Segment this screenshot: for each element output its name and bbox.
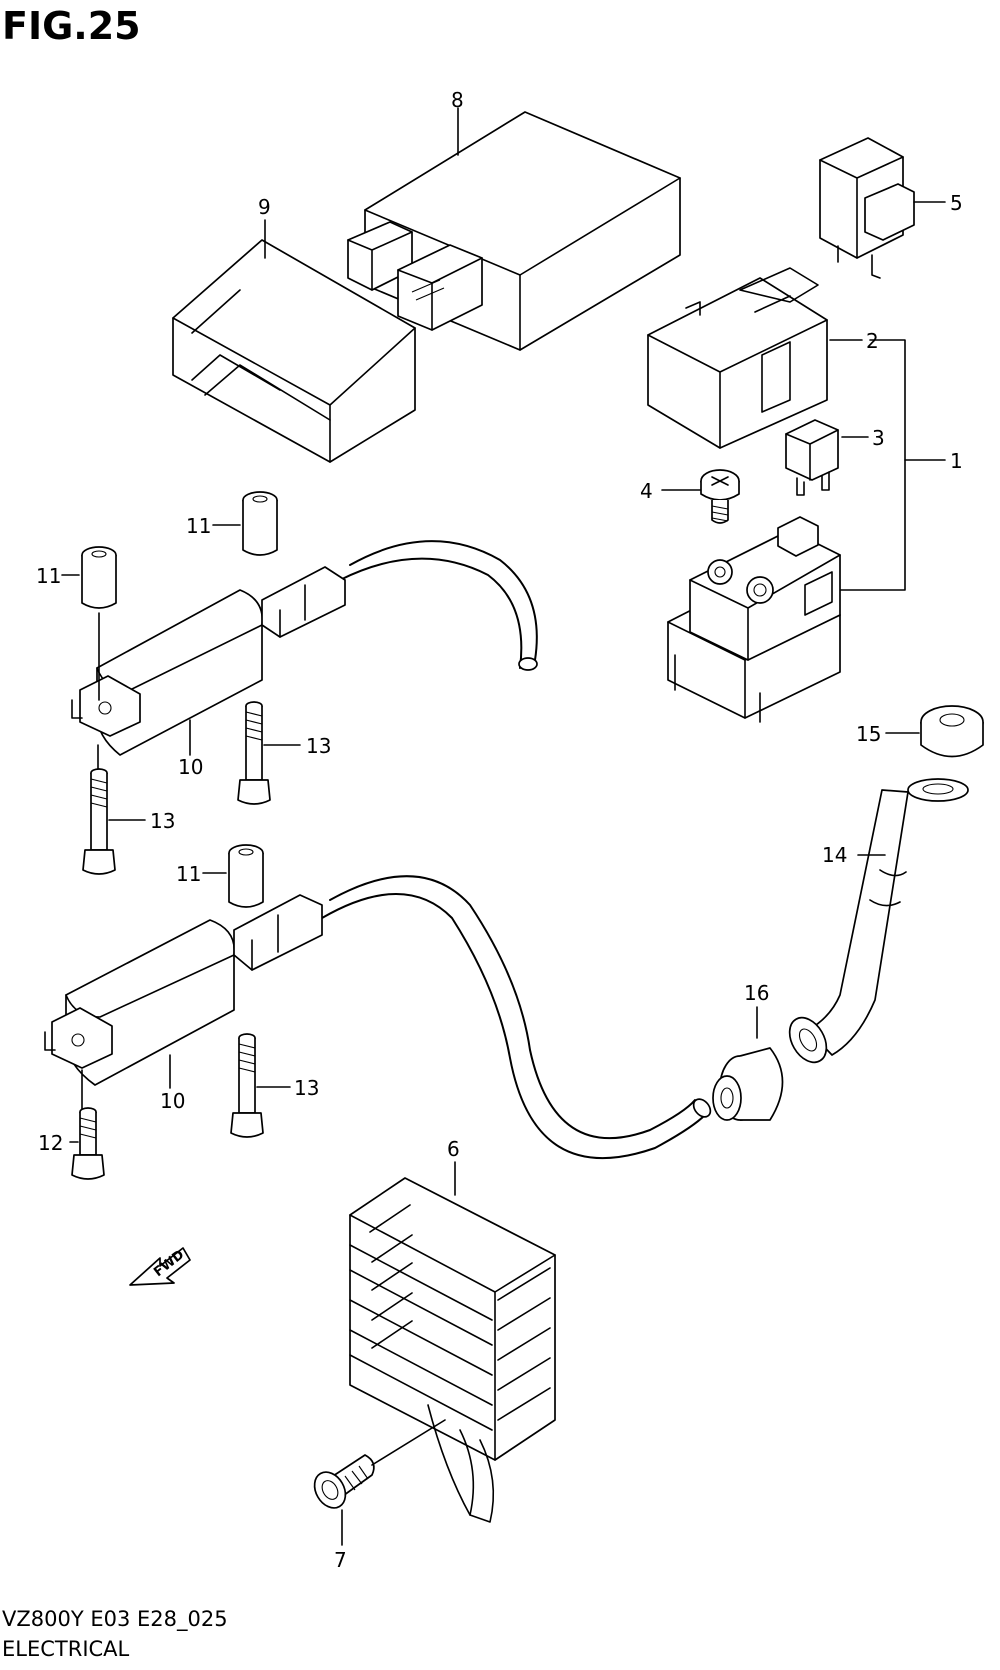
- part-2-relay-cover: 2: [647, 267, 879, 449]
- callout-13-b: 13: [150, 809, 175, 833]
- section-title: ELECTRICAL: [2, 1637, 130, 1661]
- callout-11-a: 11: [186, 514, 211, 538]
- part-10-ignition-coil-upper: 10: [71, 540, 538, 779]
- callout-11-c: 11: [176, 862, 201, 886]
- part-7-bolt: 7: [313, 1419, 446, 1572]
- part-16-grommet: 16: [712, 981, 784, 1121]
- callout-12: 12: [38, 1131, 63, 1155]
- callout-8: 8: [451, 88, 464, 112]
- part-6-regulator: 6: [349, 1137, 556, 1523]
- part-5-relay: 5: [819, 137, 963, 279]
- callout-14: 14: [822, 843, 847, 867]
- part-13-bolt-a: 13: [237, 701, 331, 805]
- callout-4: 4: [640, 479, 653, 503]
- part-4-screw: 4: [640, 469, 740, 524]
- callout-7: 7: [334, 1548, 347, 1572]
- part-15-cap: 15: [856, 705, 984, 758]
- part-10-ignition-coil-lower: 10: [44, 875, 712, 1160]
- callout-13-c: 13: [294, 1076, 319, 1100]
- part-13-bolt-b: 13: [82, 744, 175, 875]
- part-3-fuse: 3: [785, 419, 885, 496]
- fwd-arrow-icon: FWD: [129, 1247, 191, 1286]
- callout-15: 15: [856, 722, 881, 746]
- part-8-cdi-unit: 8: [347, 88, 681, 351]
- callout-10-upper: 10: [178, 755, 203, 779]
- callout-10-lower: 10: [160, 1089, 185, 1113]
- callout-11-b: 11: [36, 564, 61, 588]
- callout-13-a: 13: [306, 734, 331, 758]
- callout-1: 1: [950, 449, 963, 473]
- part-9-cover: 9: [172, 195, 416, 463]
- part-1-starter-relay: [667, 516, 841, 723]
- callout-6: 6: [447, 1137, 460, 1161]
- callout-2: 2: [866, 329, 879, 353]
- figure-code: VZ800Y E03 E28_025: [2, 1607, 228, 1631]
- part-1-bracket-line: 1: [827, 339, 963, 591]
- part-11-spacer-c: 11: [176, 844, 264, 908]
- callout-3: 3: [872, 426, 885, 450]
- part-11-spacer-b: 11: [36, 546, 117, 701]
- callout-9: 9: [258, 195, 271, 219]
- callout-16: 16: [744, 981, 769, 1005]
- part-14-plug-cap: 14: [788, 778, 969, 1064]
- part-11-spacer-a: 11: [186, 491, 278, 556]
- figure-title: FIG.25: [2, 4, 141, 48]
- part-13-bolt-c: 13: [230, 1033, 319, 1138]
- callout-5: 5: [950, 191, 963, 215]
- part-12-bolt: 12: [38, 1069, 105, 1180]
